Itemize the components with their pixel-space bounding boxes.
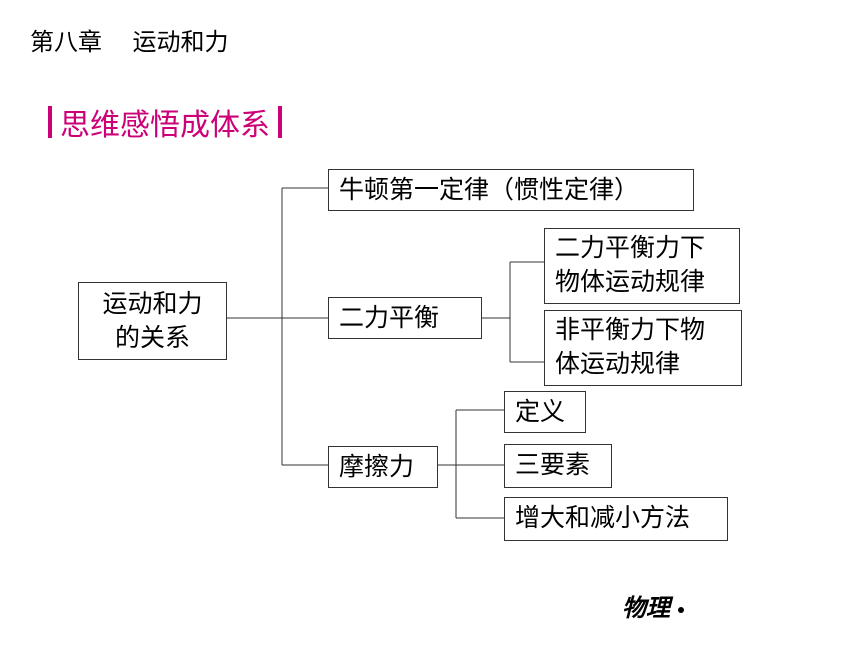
footer-subject: 物理 <box>622 588 684 623</box>
chapter-heading: 第八章 运动和力 <box>30 22 229 57</box>
node-friction-sub1: 定义 <box>504 391 586 433</box>
node-root-line1: 运动和力 <box>102 289 203 318</box>
section-title: 思维感悟成体系 <box>48 100 282 144</box>
node-balance-sub1: 二力平衡力下 物体运动规律 <box>544 228 740 304</box>
footer-dot <box>678 606 684 613</box>
node-root: 运动和力 的关系 <box>78 282 227 360</box>
chapter-label: 第八章 <box>30 28 102 56</box>
node-balance-sub1-line2: 物体运动规律 <box>555 267 706 296</box>
node-newton-law: 牛顿第一定律（惯性定律） <box>328 169 694 211</box>
node-balance: 二力平衡 <box>328 297 482 339</box>
node-balance-sub1-line1: 二力平衡力下 <box>555 233 706 262</box>
node-friction-sub2: 三要素 <box>504 444 612 488</box>
footer-subject-text: 物理 <box>622 593 670 622</box>
section-title-text: 思维感悟成体系 <box>60 108 270 143</box>
node-balance-sub2-line1: 非平衡力下物 <box>555 315 706 344</box>
title-bar-left <box>48 106 52 138</box>
title-bar-right <box>278 106 282 138</box>
node-root-line2: 的关系 <box>114 323 190 352</box>
node-balance-sub2-line2: 体运动规律 <box>555 349 681 378</box>
node-friction-sub3: 增大和减小方法 <box>504 497 728 541</box>
chapter-title: 运动和力 <box>132 28 229 56</box>
node-friction: 摩擦力 <box>328 446 438 488</box>
node-balance-sub2: 非平衡力下物 体运动规律 <box>544 310 742 386</box>
